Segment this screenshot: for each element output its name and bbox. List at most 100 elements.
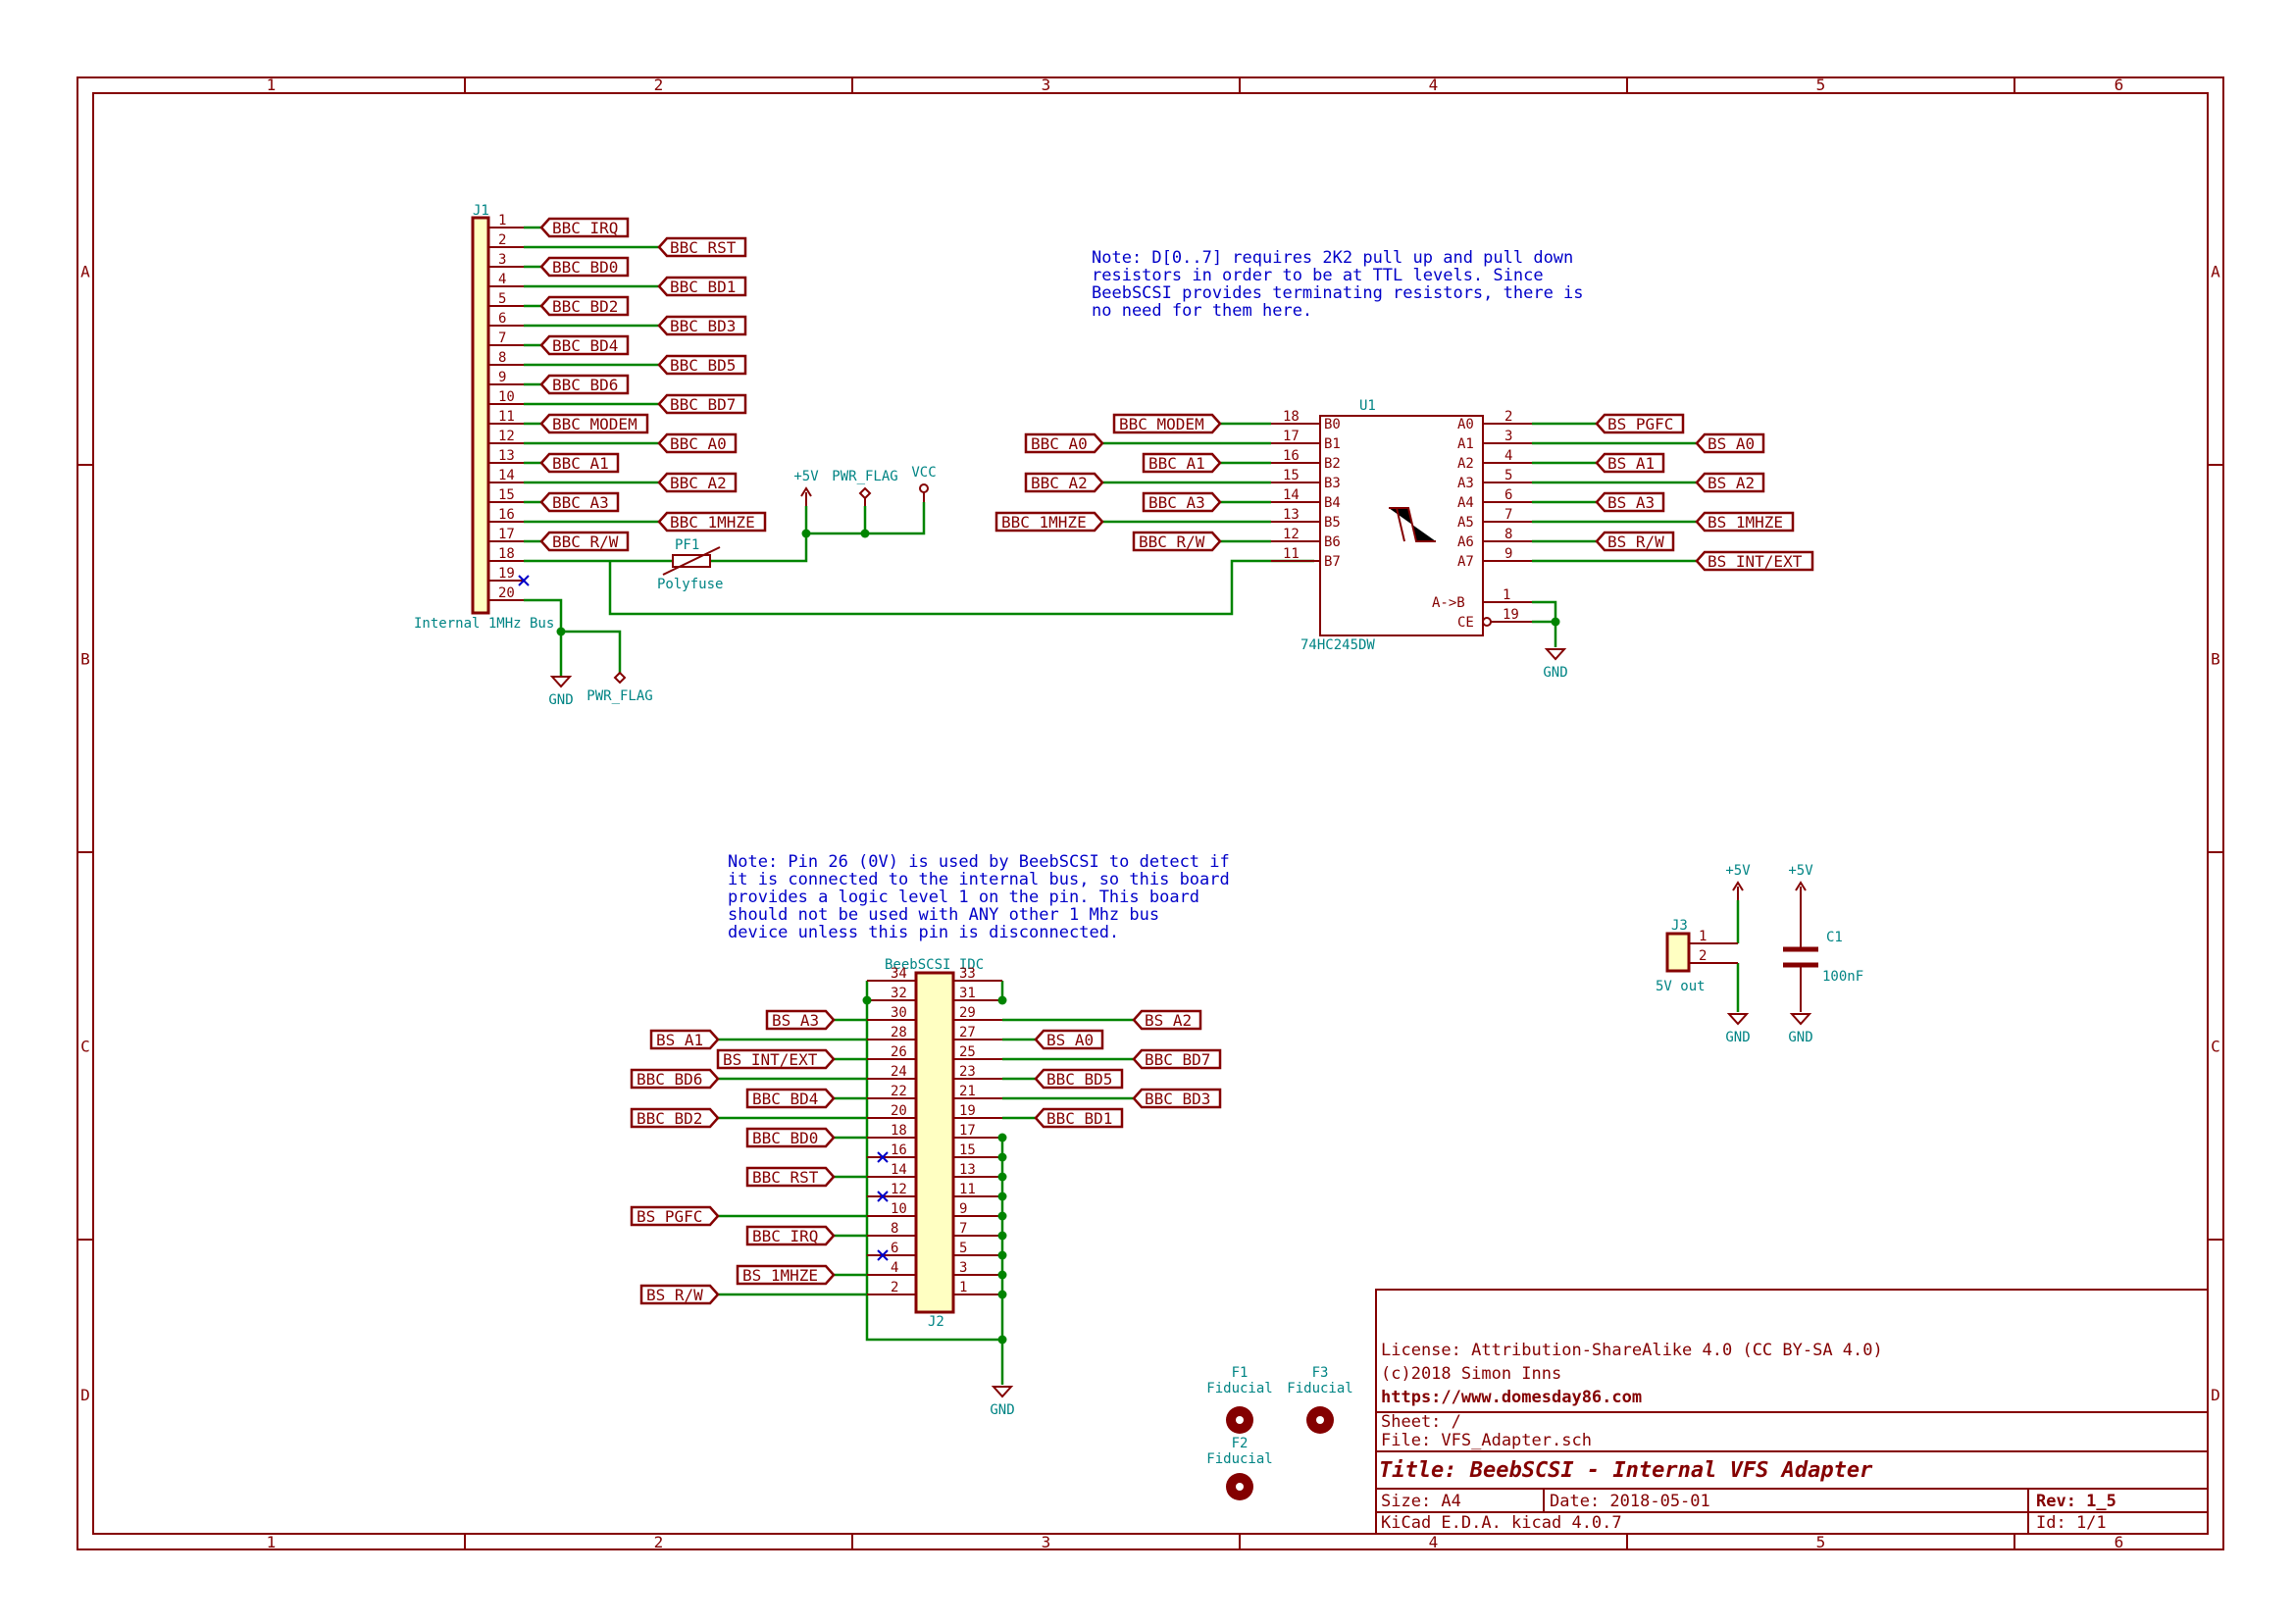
u1-pin-number: 9 xyxy=(1504,546,1512,562)
net-label-shape xyxy=(1034,1068,1124,1090)
no-connect-mark xyxy=(877,1249,889,1261)
net-label: BBC_R/W xyxy=(552,533,619,551)
net-label: BBC_BD5 xyxy=(1046,1070,1112,1089)
no-connect-mark xyxy=(877,1151,889,1163)
net-label: BBC_BD6 xyxy=(637,1070,702,1089)
url-link[interactable]: https://www.domesday86.com xyxy=(1381,1388,1642,1407)
p5v-symbol: +5V xyxy=(793,469,819,484)
net-label-shape xyxy=(630,1205,720,1227)
u1-pin-number: 5 xyxy=(1504,468,1512,483)
j2-pin-number: 15 xyxy=(959,1142,976,1158)
net-label: BBC_MODEM xyxy=(552,415,637,433)
junction-dot xyxy=(997,1231,1007,1241)
net-label: BBC_A3 xyxy=(552,493,609,512)
j2-pin-number: 32 xyxy=(891,986,907,1001)
j1-pin-number: 7 xyxy=(498,330,506,346)
wire xyxy=(561,630,622,673)
note-pin26-line: provides a logic level 1 on the pin. Thi… xyxy=(728,888,1199,907)
net-label: BBC_A0 xyxy=(670,434,727,453)
frame-row-label: C xyxy=(80,1038,90,1056)
fiducial-ref: F2 xyxy=(1232,1436,1249,1451)
fiducial-center xyxy=(1236,1416,1244,1424)
wire xyxy=(608,559,1314,616)
j1-pin-number: 3 xyxy=(498,252,506,268)
u1-pin-name: B6 xyxy=(1324,534,1341,550)
j2-pin-number: 29 xyxy=(959,1005,976,1021)
net-label-shape xyxy=(745,1088,836,1109)
net-label: BBC_BD6 xyxy=(552,376,618,394)
vcc-symbol-circle xyxy=(919,483,929,493)
frame-column-label: 6 xyxy=(2115,1533,2124,1551)
j2-pin-number: 7 xyxy=(959,1221,967,1237)
u1-pin-name: CE xyxy=(1457,615,1474,631)
j2-pin-number: 9 xyxy=(959,1201,967,1217)
net-label: BS_PGFC xyxy=(637,1207,702,1226)
fiducial-center xyxy=(1236,1483,1244,1491)
u1-pin-name: B1 xyxy=(1324,436,1341,452)
j2-pin-number: 31 xyxy=(959,986,976,1001)
net-label: BBC_1MHZE xyxy=(1001,513,1087,532)
frame-column-label: 5 xyxy=(1816,76,1826,94)
p5v-symbol-arrow xyxy=(800,486,812,497)
net-label: BS_A0 xyxy=(1708,434,1755,453)
j2-pin-number: 1 xyxy=(959,1280,967,1295)
frame-row-label: D xyxy=(80,1386,90,1404)
net-label-shape xyxy=(765,1009,836,1031)
frame-row-label: A xyxy=(80,263,90,281)
frame-column-label: 6 xyxy=(2115,76,2124,94)
net-label-shape xyxy=(639,1284,720,1305)
net-label: BS_R/W xyxy=(1607,533,1664,551)
j2-pin-number: 2 xyxy=(891,1280,898,1295)
gnd-c1: GND xyxy=(1788,1030,1812,1045)
license-text: License: Attribution-ShareAlike 4.0 (CC … xyxy=(1381,1341,1883,1360)
junction-dot xyxy=(997,1290,1007,1299)
junction-dot xyxy=(860,529,870,538)
j2-pin-number: 30 xyxy=(891,1005,907,1021)
net-label-shape xyxy=(1595,491,1665,513)
p5v-j3-arrow xyxy=(1732,881,1744,891)
net-label-shape xyxy=(716,1048,836,1070)
fiducial-ref: F3 xyxy=(1312,1365,1329,1381)
note-pin26-line: device unless this pin is disconnected. xyxy=(728,923,1119,942)
wire xyxy=(524,598,563,677)
j2-pin-number: 4 xyxy=(891,1260,898,1276)
frame-row-label: B xyxy=(80,650,90,669)
sheet-text: Sheet: / xyxy=(1381,1412,1461,1432)
net-label: BBC_RST xyxy=(670,238,737,257)
frame-row-label: A xyxy=(2211,263,2220,281)
junction-dot xyxy=(556,627,566,636)
net-label: BS_1MHZE xyxy=(742,1266,818,1285)
u1-pin-number: 1 xyxy=(1503,587,1510,603)
gnd-j1: GND xyxy=(548,692,573,708)
note-ttl-line: BeebSCSI provides terminating resistors,… xyxy=(1092,283,1584,303)
junction-dot xyxy=(1551,617,1560,627)
j2-pin-number: 5 xyxy=(959,1241,967,1256)
net-label: BBC_MODEM xyxy=(1119,415,1204,433)
u1-pin-number: 13 xyxy=(1283,507,1300,523)
gnd-u1: GND xyxy=(1543,665,1567,681)
j2-pin-number: 13 xyxy=(959,1162,976,1178)
u1-pin-name: B7 xyxy=(1324,554,1341,570)
j1-pin-number: 18 xyxy=(498,546,515,562)
j1-pin-number: 8 xyxy=(498,350,506,366)
net-label: BBC_BD4 xyxy=(552,336,618,355)
frame-row-label: C xyxy=(2211,1038,2220,1056)
u1-pin-name: B0 xyxy=(1324,417,1341,432)
junction-dot xyxy=(997,1211,1007,1221)
id-text: Id: 1/1 xyxy=(2036,1513,2107,1533)
j2-pin-number: 8 xyxy=(891,1221,898,1237)
net-label-shape xyxy=(1695,511,1795,533)
frame-row-label: B xyxy=(2211,650,2220,669)
u1-ref: U1 xyxy=(1359,398,1376,414)
notes: Note: D[0..7] requires 2K2 pull up and p… xyxy=(728,248,1584,942)
net-label: BS_A0 xyxy=(1046,1031,1094,1049)
j2-pin-number: 12 xyxy=(891,1182,907,1197)
u1-pin-name: A->B xyxy=(1432,595,1465,611)
u1-pin-number: 19 xyxy=(1503,607,1519,623)
net-label: BBC_IRQ xyxy=(752,1227,818,1245)
j2-pin-number: 20 xyxy=(891,1103,907,1119)
frame-column-label: 2 xyxy=(654,76,664,94)
net-label-shape xyxy=(1132,1088,1222,1109)
net-label-shape xyxy=(1142,452,1222,474)
